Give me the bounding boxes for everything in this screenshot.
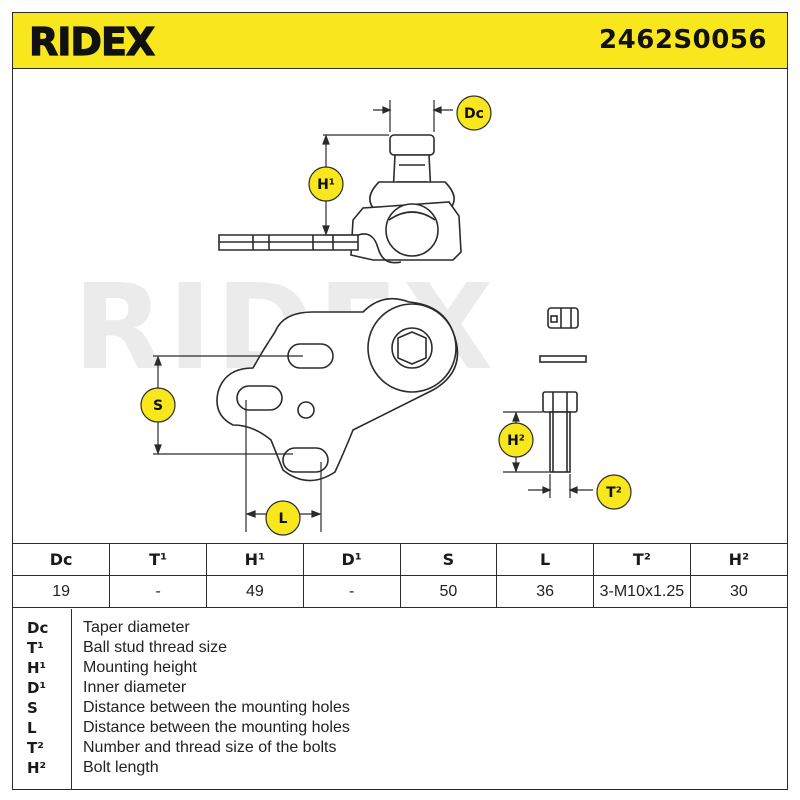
svg-text:H¹: H¹ [317,177,335,193]
dimension-t2 [528,474,593,498]
spec-header-d1: D¹ [302,543,401,576]
legend-item-s: S Distance between the mounting holes [13,699,787,719]
spec-table-header-row: Dc T¹ H¹ D¹ S L T² H² [13,543,787,576]
legend-item-l: L Distance between the mounting holes [13,719,787,739]
legend-desc: Bolt length [83,759,159,776]
spec-value-l: 36 [496,575,594,608]
svg-text:S: S [153,398,163,414]
badge-h2: H² [498,422,534,458]
badge-dc: Dc [456,95,492,131]
nut-icon [547,307,579,329]
badge-s: S [140,387,176,423]
legend-code: D¹ [27,679,47,697]
badge-t2: T² [596,474,632,510]
spec-table: Dc T¹ H¹ D¹ S L T² H² 19 - 49 - 50 36 3-… [13,543,787,608]
brand-logo-text: RIDEX [29,22,155,60]
legend-divider [71,609,72,789]
legend: Dc Taper diameter T¹ Ball stud thread si… [13,609,787,789]
legend-item-h1: H¹ Mounting height [13,659,787,679]
svg-text:T²: T² [606,485,622,501]
spec-header-t2: T² [593,543,691,576]
spec-header-s: S [399,543,498,576]
legend-desc: Inner diameter [83,679,187,696]
technical-drawing: RIDEX [73,95,632,536]
legend-code: L [27,719,37,737]
svg-text:Dc: Dc [464,106,484,122]
svg-text:H²: H² [507,433,525,449]
header-bar: RIDEX 2462S0056 [13,13,787,69]
ball-joint-top-view [216,297,459,482]
legend-desc: Taper diameter [83,619,190,636]
legend-item-dc: Dc Taper diameter [13,619,787,639]
legend-desc: Distance between the mounting holes [83,719,350,736]
legend-desc: Mounting height [83,659,197,676]
dimension-dc [373,100,453,132]
spec-value-dc: 19 [13,575,111,608]
spec-header-h1: H¹ [206,543,304,576]
brand-logo: RIDEX [28,22,156,60]
legend-item-t1: T¹ Ball stud thread size [13,639,787,659]
washer-icon [539,355,587,363]
svg-text:L: L [279,511,288,527]
spec-header-h2: H² [689,543,787,576]
ball-joint-side-view [218,134,462,264]
legend-code: Dc [27,619,49,637]
spec-value-t1: - [109,575,207,608]
legend-item-t2: T² Number and thread size of the bolts [13,739,787,759]
legend-code: T¹ [27,639,44,657]
spec-value-s: 50 [399,575,498,608]
spec-header-dc: Dc [13,543,111,576]
legend-code: S [27,699,38,717]
spec-header-t1: T¹ [109,543,207,576]
product-sheet: RIDEX 2462S0056 RIDEX [12,12,788,790]
bolt-icon [542,391,578,473]
legend-desc: Ball stud thread size [83,639,228,656]
legend-desc: Distance between the mounting holes [83,699,350,716]
dimension-h1 [322,134,389,236]
spec-value-t2: 3-M10x1.25 [593,575,691,608]
spec-table-value-row: 19 - 49 - 50 36 3-M10x1.25 30 [13,575,787,608]
legend-code: H² [27,759,47,777]
spec-value-d1: - [302,575,401,608]
spec-value-h1: 49 [206,575,304,608]
legend-desc: Number and thread size of the bolts [83,739,337,756]
spec-header-l: L [496,543,594,576]
spec-value-h2: 30 [689,575,787,608]
part-number: 2462S0056 [599,25,767,55]
legend-item-d1: D¹ Inner diameter [13,679,787,699]
legend-code: T² [27,739,44,757]
badge-h1: H¹ [308,166,344,202]
legend-code: H¹ [27,659,47,677]
legend-item-h2: H² Bolt length [13,759,787,779]
badge-l: L [265,500,301,536]
